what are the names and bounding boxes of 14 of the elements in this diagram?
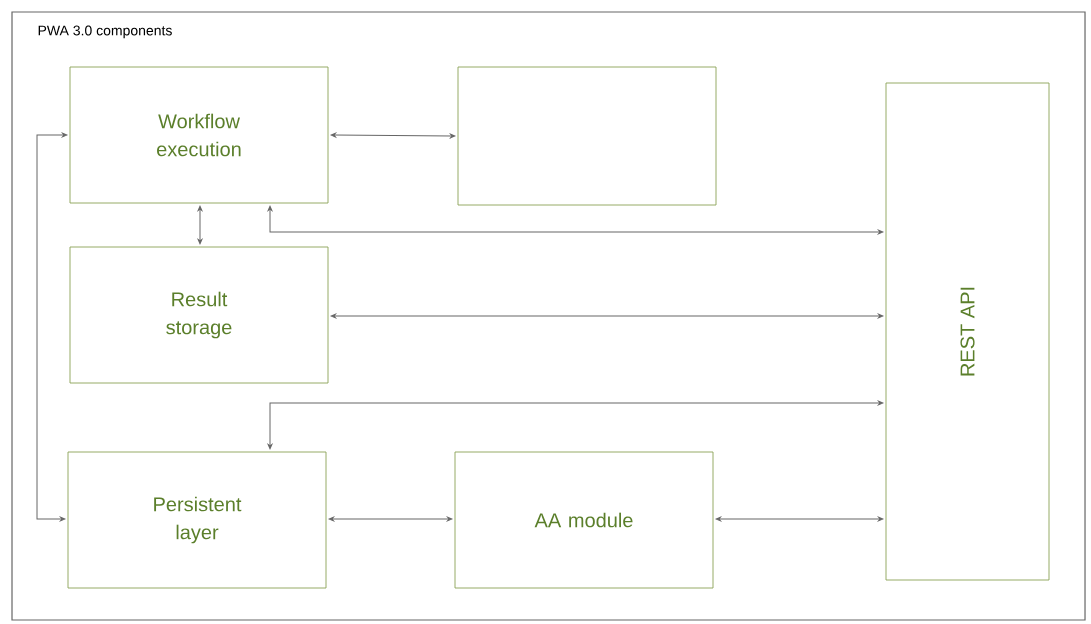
arrow	[197, 205, 203, 245]
process-box: AA module	[454, 451, 714, 589]
arrow	[330, 132, 456, 139]
arrow	[330, 313, 884, 319]
process-box: Persistent layer	[67, 451, 327, 589]
api-bar: REST API	[885, 82, 1050, 581]
arrow	[328, 516, 453, 522]
arrow	[715, 516, 884, 522]
arrow	[267, 205, 884, 235]
process-box: Result storage	[69, 246, 329, 384]
arrow	[267, 400, 884, 450]
process-box	[457, 66, 717, 206]
process-box: Workflow execution	[69, 66, 329, 204]
arrow	[36, 132, 68, 522]
